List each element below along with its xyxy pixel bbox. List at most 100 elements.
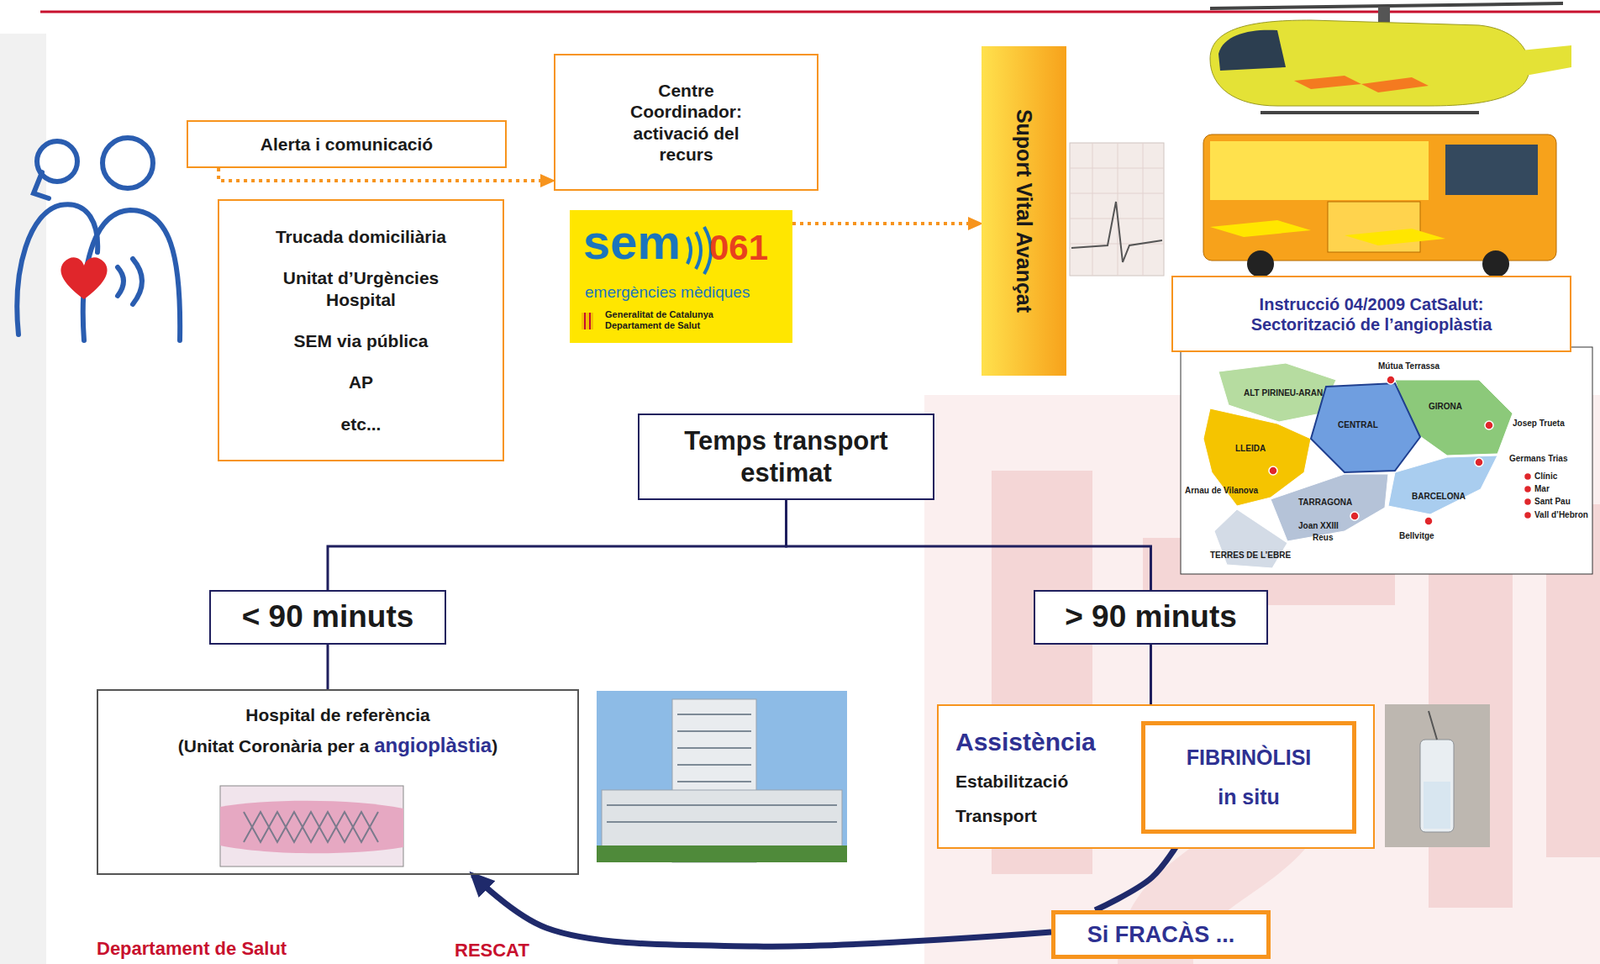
text-highlight: angioplàstia xyxy=(373,733,492,757)
person-icon xyxy=(16,137,180,341)
helicopter-tail xyxy=(1521,45,1572,76)
map-label: Clínic xyxy=(1534,471,1558,482)
hospital-dot xyxy=(1524,511,1532,520)
map-label: ALT PIRINEU-ARAN xyxy=(1243,388,1323,399)
box-text: etc... xyxy=(341,413,382,435)
map-label: Sant Pau xyxy=(1534,496,1571,507)
window-row xyxy=(606,804,837,806)
hospital-dot xyxy=(1484,421,1494,430)
box-text: FIBRINÒLISI in situ xyxy=(1175,737,1323,818)
map-label: Arnau de Vilanova xyxy=(1184,485,1258,496)
box-text: Alerta i comunicació xyxy=(260,133,433,155)
ambulance-panel xyxy=(1210,141,1429,200)
process-box: AssistènciaEstabilitzacióTransport FIBRIN… xyxy=(936,704,1375,849)
logo-waves xyxy=(687,226,711,274)
hospital-dot xyxy=(1524,473,1532,481)
window-row xyxy=(677,730,752,732)
map-label: BARCELONA xyxy=(1411,491,1466,502)
cockpit xyxy=(1218,30,1286,71)
process-box: > 90 minuts xyxy=(1033,589,1269,645)
top-rule xyxy=(40,10,1600,14)
map-label: CENTRAL xyxy=(1337,420,1379,431)
region-barcelona xyxy=(1388,455,1498,515)
tower-windows xyxy=(677,714,752,782)
connector xyxy=(218,168,554,181)
process-box: FIBRINÒLISI in situ xyxy=(1141,721,1357,834)
map-label: Joan XXIII xyxy=(1298,521,1339,532)
helicopter-body xyxy=(1210,20,1530,106)
box-text: > 90 minuts xyxy=(1064,598,1237,636)
hospital-dot xyxy=(1386,375,1395,385)
logo-wave xyxy=(687,236,691,264)
hospital-dots xyxy=(1268,375,1532,526)
ambulance-window xyxy=(1445,144,1538,195)
stent-picture xyxy=(220,785,404,867)
process-box: Instrucció 04/2009 CatSalut: Sectoritzac… xyxy=(1171,275,1572,353)
logo-emblem-stripe xyxy=(584,312,586,330)
connector xyxy=(786,500,1152,590)
box-text: Unitat d’Urgències Hospital xyxy=(264,267,458,310)
text-part: (Unitat Coronària per a xyxy=(178,736,374,756)
hospital-dot xyxy=(1350,511,1359,521)
window-row xyxy=(677,780,752,783)
sound-wave xyxy=(132,258,143,305)
process-box: < 90 minuts xyxy=(209,589,447,645)
window-row xyxy=(677,713,752,716)
map-label: GIRONA xyxy=(1428,401,1463,412)
wheel xyxy=(1482,250,1510,278)
box-text: Trucada domiciliària xyxy=(275,226,447,248)
footer-label: Departament de Salut xyxy=(96,937,287,959)
map-label: Mar xyxy=(1534,484,1550,495)
process-box: Alerta i comunicació xyxy=(186,120,507,169)
hospital-dot xyxy=(1268,466,1278,475)
box-text: Temps transport estimat xyxy=(660,425,913,488)
window-row xyxy=(677,747,752,749)
hospital-building-picture xyxy=(596,690,848,863)
trees xyxy=(596,845,848,863)
region-tarragona xyxy=(1270,473,1389,542)
needle xyxy=(1428,710,1437,740)
logo-ground xyxy=(569,210,793,343)
connector xyxy=(326,644,330,690)
photo-ground xyxy=(1384,704,1490,848)
box-text: < 90 minuts xyxy=(242,598,415,636)
vial-liquid xyxy=(1423,781,1451,829)
vessel xyxy=(220,800,404,854)
hospital-dot xyxy=(1524,485,1532,494)
box-text: Suport Vital Avançat xyxy=(1011,109,1037,313)
hospital-dot xyxy=(1524,498,1532,506)
process-box: Trucada domiciliàriaUnitat d’Urgències H… xyxy=(217,199,505,462)
grid-line xyxy=(1069,218,1164,220)
grid-line xyxy=(1069,168,1164,169)
ecg-grid xyxy=(1069,142,1164,276)
process-box: Temps transport estimat xyxy=(637,413,935,500)
process-box: sem061emergències mèdiquesGeneralitat de… xyxy=(569,210,793,343)
box-text: Transport xyxy=(955,805,1037,827)
map-label: Mútua Terrassa xyxy=(1378,361,1440,372)
map-label: Vall d’Hebron xyxy=(1534,510,1589,521)
process-box: Centre Coordinador: activació del recurs xyxy=(553,53,819,191)
box-text: Estabilització xyxy=(955,770,1069,792)
catalonia-map xyxy=(1180,347,1593,574)
map-label: TARRAGONA xyxy=(1298,497,1353,508)
ecg-trace xyxy=(1071,201,1163,263)
text-part: ) xyxy=(491,736,498,756)
ambulance-chevron xyxy=(1210,220,1446,246)
stent-frame xyxy=(220,785,404,867)
sky xyxy=(596,690,848,863)
map-label: Reus xyxy=(1312,532,1333,543)
map-label: Josep Trueta xyxy=(1512,418,1565,429)
sound-wave xyxy=(117,267,124,296)
box-text: SEM via pública xyxy=(294,330,429,352)
window-row xyxy=(606,821,837,823)
box-text: Assistència xyxy=(955,726,1096,758)
process-box: Si FRACÀS ... xyxy=(1051,910,1271,959)
vial xyxy=(1420,739,1454,832)
box-text: Si FRACÀS ... xyxy=(1087,921,1236,948)
lower-building xyxy=(601,789,843,849)
logo-wave xyxy=(695,231,701,269)
box-text: sem xyxy=(583,215,681,269)
helicopter-picture xyxy=(1210,3,1572,113)
map-label: LLEIDA xyxy=(1235,443,1266,454)
